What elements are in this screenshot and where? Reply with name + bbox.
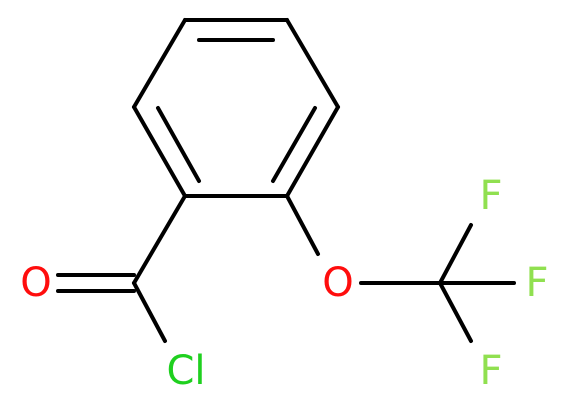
fluorine-top-label: F [479, 173, 502, 219]
carbonyl-to-chlorine-bond [132, 281, 167, 343]
chlorine-label: Cl [166, 348, 205, 394]
fluorine-right-label: F [525, 260, 548, 306]
carbonyl-oxygen-label: O [20, 260, 51, 306]
ether-oxygen-label: O [322, 260, 353, 306]
fluorine-bottom-label: F [479, 348, 502, 394]
ring-bond-lower-right-inner [271, 106, 317, 183]
ring-bond-upper-right [285, 18, 340, 109]
carbon-to-fluorine-top-bond [438, 223, 473, 285]
benzene-ring [132, 18, 340, 198]
carbon-to-fluorine-bottom-bond [438, 281, 473, 343]
ring-to-ether-oxygen-bond [285, 194, 320, 256]
ring-bond-lower-left [132, 105, 187, 198]
ring-bond-upper-left [132, 18, 187, 109]
ring-to-carbonyl-bond [132, 194, 187, 285]
ring-bond-lower-right [285, 105, 340, 198]
trifluoromethoxy-group: O F F F [285, 173, 549, 394]
ring-bond-lower-left-inner [156, 106, 201, 183]
acyl-chloride-group: O Cl [20, 194, 206, 394]
